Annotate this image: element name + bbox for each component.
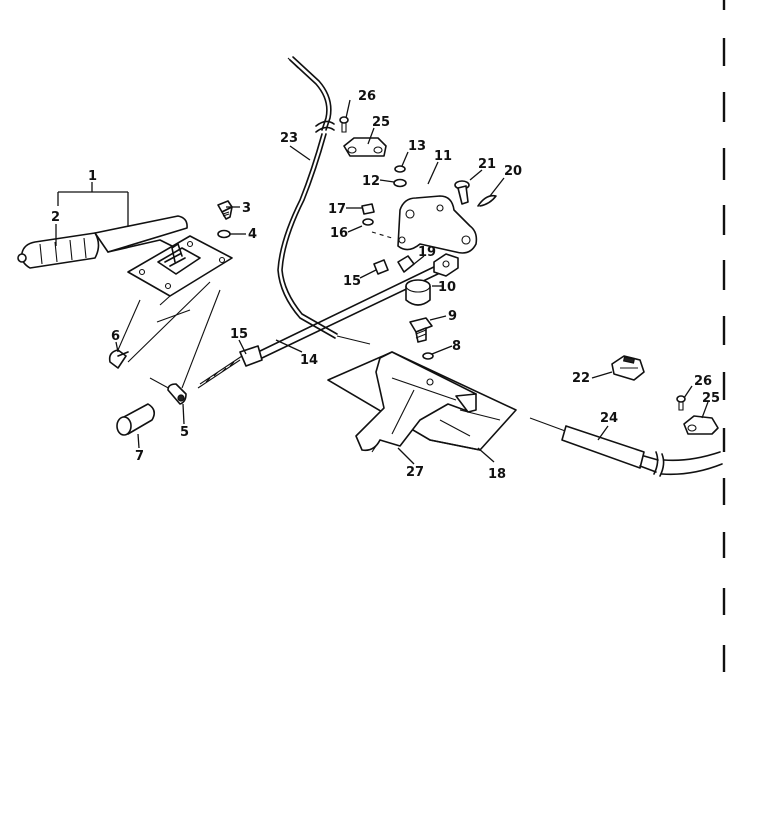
washer-4 — [217, 229, 231, 239]
assembly-guide-lines — [117, 281, 221, 391]
nut-17 — [361, 203, 375, 215]
callout-13: 13 — [408, 139, 426, 154]
callout-17: 17 — [328, 202, 346, 217]
bracket-11 — [397, 195, 478, 254]
callout-16: 16 — [330, 226, 348, 241]
grip-7 — [116, 403, 156, 436]
cable-23 — [277, 56, 371, 345]
lever-base-plate — [127, 235, 233, 306]
callout-4: 4 — [248, 227, 257, 242]
callout-7: 7 — [135, 449, 144, 464]
bushing-10 — [405, 279, 431, 306]
callout-19: 19 — [418, 245, 436, 260]
callout-25-top: 25 — [372, 115, 390, 130]
callout-10: 10 — [438, 280, 456, 295]
callout-6: 6 — [111, 329, 120, 344]
clip-22 — [611, 355, 645, 381]
bracket-27 — [355, 351, 477, 453]
callout-25-right: 25 — [702, 391, 720, 406]
cable-24 — [529, 417, 723, 477]
callout-26-right: 26 — [694, 374, 712, 389]
connector-15 — [373, 259, 389, 275]
screw-26-right — [676, 395, 686, 411]
washer-13 — [394, 165, 406, 173]
pin-21 — [454, 180, 470, 205]
pin-5 — [167, 383, 187, 405]
washer-12 — [393, 178, 407, 188]
callout-15-left: 15 — [230, 327, 248, 342]
callout-8: 8 — [452, 339, 461, 354]
swivel-19 — [397, 255, 415, 273]
callout-20: 20 — [504, 164, 522, 179]
clip-6 — [108, 349, 129, 369]
washer-16 — [362, 218, 374, 226]
callout-26-top: 26 — [358, 89, 376, 104]
clip-20 — [477, 194, 497, 207]
callout-14: 14 — [300, 353, 318, 368]
handbrake-lever — [17, 215, 188, 269]
callout-24: 24 — [600, 411, 618, 426]
callout-11: 11 — [434, 149, 452, 164]
callout-27: 27 — [406, 465, 424, 480]
rod-end-block — [433, 253, 459, 277]
callout-23: 23 — [280, 131, 298, 146]
callout-21: 21 — [478, 157, 496, 172]
callout-15-mid: 15 — [343, 274, 361, 289]
callout-2: 2 — [51, 210, 60, 225]
callout-22: 22 — [572, 371, 590, 386]
bolt-9 — [409, 317, 433, 343]
bolt-3 — [217, 200, 233, 220]
leader-lines — [55, 99, 709, 465]
callout-1: 1 — [88, 169, 97, 184]
callout-9: 9 — [448, 309, 457, 324]
callout-3: 3 — [242, 201, 251, 216]
callout-12: 12 — [362, 174, 380, 189]
callout-labels: 1 2 3 4 6 5 7 15 14 23 26 25 13 11 12 21… — [51, 89, 720, 482]
cable-clamp-25-top — [343, 137, 387, 157]
screw-26-top — [339, 116, 349, 133]
callout-5: 5 — [180, 425, 189, 440]
cable-clamp-25-right — [683, 415, 719, 435]
callout-18: 18 — [488, 467, 506, 482]
